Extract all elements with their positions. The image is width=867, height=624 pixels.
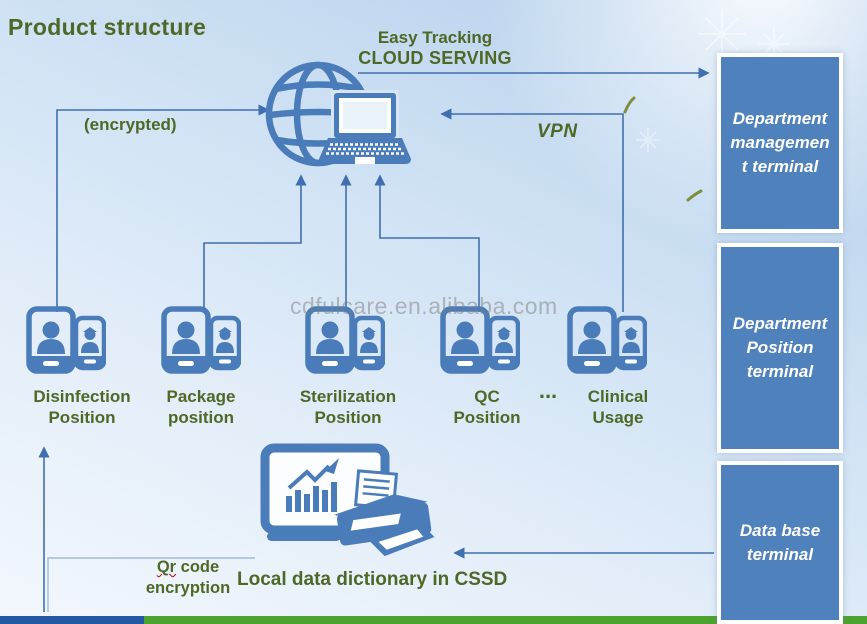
device-pair-package-icon (161, 306, 241, 376)
qr-line2: encryption (145, 579, 231, 597)
vpn-label: VPN (537, 121, 578, 142)
monitor-printer-icon (260, 443, 435, 557)
local-data-dictionary-label: Local data dictionary in CSSD (237, 569, 508, 590)
encrypted-label: (encrypted) (84, 115, 177, 134)
label-qc-position: QC Position (453, 387, 521, 427)
label-clinical-usage: Clinical Usage (587, 387, 649, 427)
label-package-position: Package position (166, 387, 236, 427)
laptop-icon (319, 90, 411, 164)
terminal-label: Data base terminal (739, 520, 821, 564)
ellipsis-label: ... (538, 378, 558, 403)
terminal-box-database: Data base terminal (717, 461, 843, 624)
device-pair-clinical-icon (567, 306, 647, 376)
qr-code-encryption-label: Qr code encryption (118, 557, 258, 599)
easy-tracking-text: Easy Tracking (377, 28, 493, 47)
device-pair-sterilization-icon (305, 306, 385, 376)
terminal-label: Department Position terminal (732, 314, 828, 381)
cloud-serving-text: CLOUD SERVING (358, 48, 512, 68)
terminal-box-department-position: Department Position terminal (717, 243, 843, 453)
qr-rest: code (180, 558, 220, 576)
bottom-bar-blue (0, 616, 144, 624)
line-disinfection-to-cloud (56, 104, 270, 312)
line-qc-to-cloud (374, 174, 480, 312)
device-pair-disinfection-icon (26, 306, 106, 376)
cloud-serving-label: Easy Tracking CLOUD SERVING (325, 27, 545, 69)
label-sterilization-position: Sterilization Position (299, 387, 397, 427)
label-disinfection-position: Disinfection Position (33, 387, 131, 427)
terminal-box-department-management: Department managemen t terminal (717, 53, 843, 233)
page-title: Product structure (8, 14, 207, 40)
globe-laptop-icon (265, 61, 411, 167)
line-clinical-vpn-to-cloud (440, 108, 624, 312)
qr-word: Qr (156, 558, 177, 576)
device-pair-qc-icon (440, 306, 520, 376)
terminal-label: Department managemen t terminal (730, 109, 830, 176)
line-package-to-cloud (203, 174, 307, 312)
